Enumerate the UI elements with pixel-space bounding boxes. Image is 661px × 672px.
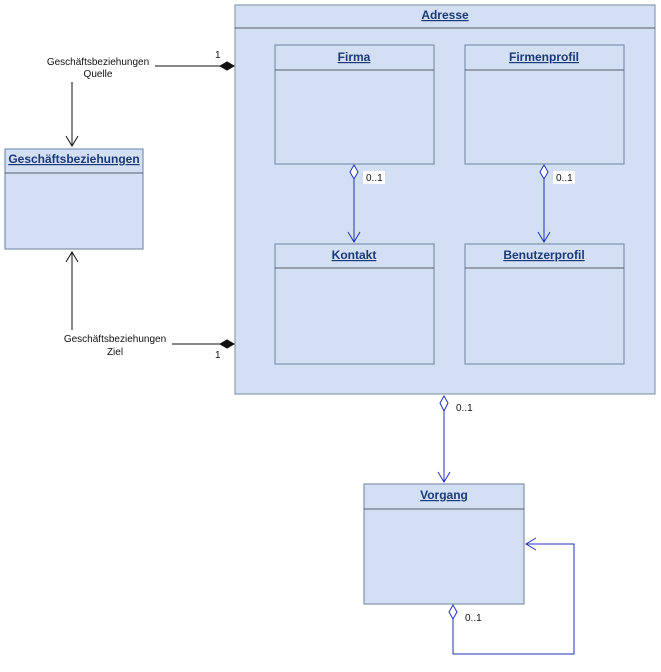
- composition-diamond-icon: [218, 339, 236, 349]
- class-firmenprofil[interactable]: Firmenprofil: [464, 44, 625, 165]
- aggregation-diamond-icon: [448, 603, 458, 621]
- aggregation-adresse-vorgang[interactable]: 0..1: [437, 394, 473, 483]
- class-firmenprofil-title: Firmenprofil: [509, 50, 579, 64]
- association-ziel-label-1: Geschäftsbeziehungen: [64, 334, 166, 345]
- class-vorgang-title: Vorgang: [420, 488, 468, 502]
- class-geschaeftsbeziehungen[interactable]: Geschäftsbeziehungen: [4, 148, 144, 250]
- composition-diamond-icon: [218, 61, 236, 71]
- association-quelle-label-1: Geschäftsbeziehungen: [47, 57, 149, 68]
- multiplicity-adresse-vorgang: 0..1: [456, 403, 473, 414]
- arrowhead-icon: [65, 251, 79, 263]
- aggregation-firma-kontakt[interactable]: 0..1: [347, 163, 385, 243]
- arrowhead-icon: [437, 471, 451, 483]
- association-ziel-label-2: Ziel: [107, 347, 123, 358]
- class-benutzerprofil-title: Benutzerprofil: [503, 248, 584, 262]
- class-firma[interactable]: Firma: [274, 44, 435, 165]
- class-adresse-title: Adresse: [421, 8, 469, 22]
- multiplicity-firma-kontakt: 0..1: [366, 173, 383, 184]
- class-benutzerprofil[interactable]: Benutzerprofil: [464, 243, 625, 365]
- class-vorgang[interactable]: Vorgang: [363, 483, 525, 605]
- class-firma-title: Firma: [338, 50, 371, 64]
- multiplicity-firmenprofil-benutzerprofil: 0..1: [556, 173, 573, 184]
- class-geschaeftsbeziehungen-title: Geschäftsbeziehungen: [8, 152, 139, 166]
- arrowhead-icon: [65, 135, 79, 147]
- aggregation-diamond-icon: [439, 394, 449, 413]
- aggregation-vorgang-self[interactable]: 0..1: [448, 537, 575, 655]
- arrowhead-icon: [525, 537, 537, 551]
- multiplicity-ziel: 1: [215, 350, 221, 361]
- association-quelle[interactable]: Geschäftsbeziehungen Quelle 1: [47, 50, 236, 147]
- class-kontakt-title: Kontakt: [332, 248, 377, 262]
- multiplicity-vorgang-self: 0..1: [465, 613, 482, 624]
- class-kontakt[interactable]: Kontakt: [274, 243, 435, 365]
- arrowhead-icon: [537, 231, 551, 243]
- association-quelle-label-2: Quelle: [84, 69, 113, 80]
- arrowhead-icon: [347, 231, 361, 243]
- multiplicity-quelle: 1: [215, 50, 221, 61]
- association-ziel[interactable]: Geschäftsbeziehungen Ziel 1: [64, 251, 236, 361]
- aggregation-firmenprofil-benutzerprofil[interactable]: 0..1: [537, 163, 575, 243]
